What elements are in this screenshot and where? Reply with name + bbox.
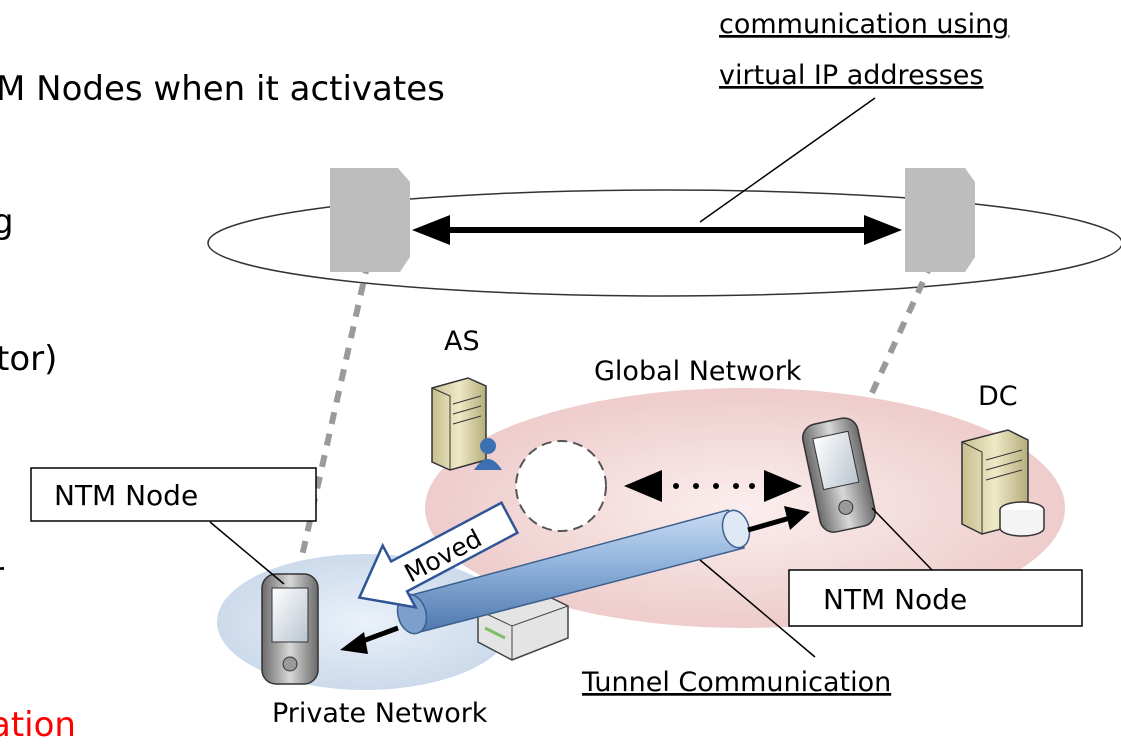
virtual-communication-label-2: virtual IP addresses (719, 60, 984, 91)
overlay-network-ellipse (207, 189, 1121, 297)
tunnel-arrow-left-head (340, 632, 368, 654)
ntm-node-right-device-icon (801, 417, 876, 533)
tunnel-label-leader (699, 559, 816, 658)
ntm-node-left-box (30, 467, 317, 522)
global-network-label: Global Network (594, 356, 802, 387)
ntm-node-left-label: NTM Node (54, 479, 198, 512)
dotted-double-arrow (624, 470, 802, 502)
tunnel-tube (396, 509, 751, 635)
dc-server-icon (961, 429, 1045, 537)
as-label: AS (444, 326, 480, 357)
ntm-node-right-label: NTM Node (823, 583, 967, 616)
slide-text-line-3: tor) (0, 339, 58, 379)
tunnel-arrow-right-head (784, 506, 810, 530)
ntm-node-left-leader (209, 521, 285, 585)
as-server-icon (431, 377, 502, 471)
virtual-communication-label-1: communication using (719, 9, 1009, 40)
slide-text-line-1: M Nodes when it activates (0, 69, 445, 109)
ntm-node-right-box (788, 569, 1083, 627)
previous-location-circle (515, 440, 607, 532)
slide-text-line-2: g (0, 202, 14, 242)
ntm-node-left-device-icon (261, 573, 319, 685)
tunnel-communication-label: Tunnel Communication (581, 667, 891, 698)
slide-text-line-4: r (0, 558, 4, 592)
virtual-node-right (905, 168, 975, 272)
virtual-communication-arrow (412, 215, 902, 245)
tunnel-arrow-right (747, 515, 791, 533)
ntm-node-right-leader (871, 507, 933, 571)
tunnel-arrow-left (359, 625, 399, 645)
virtual-label-leader (699, 97, 876, 223)
virtual-node-left (330, 168, 410, 272)
dc-label: DC (978, 381, 1018, 412)
private-network-label: Private Network (272, 698, 488, 729)
dashed-link-left (297, 261, 371, 566)
